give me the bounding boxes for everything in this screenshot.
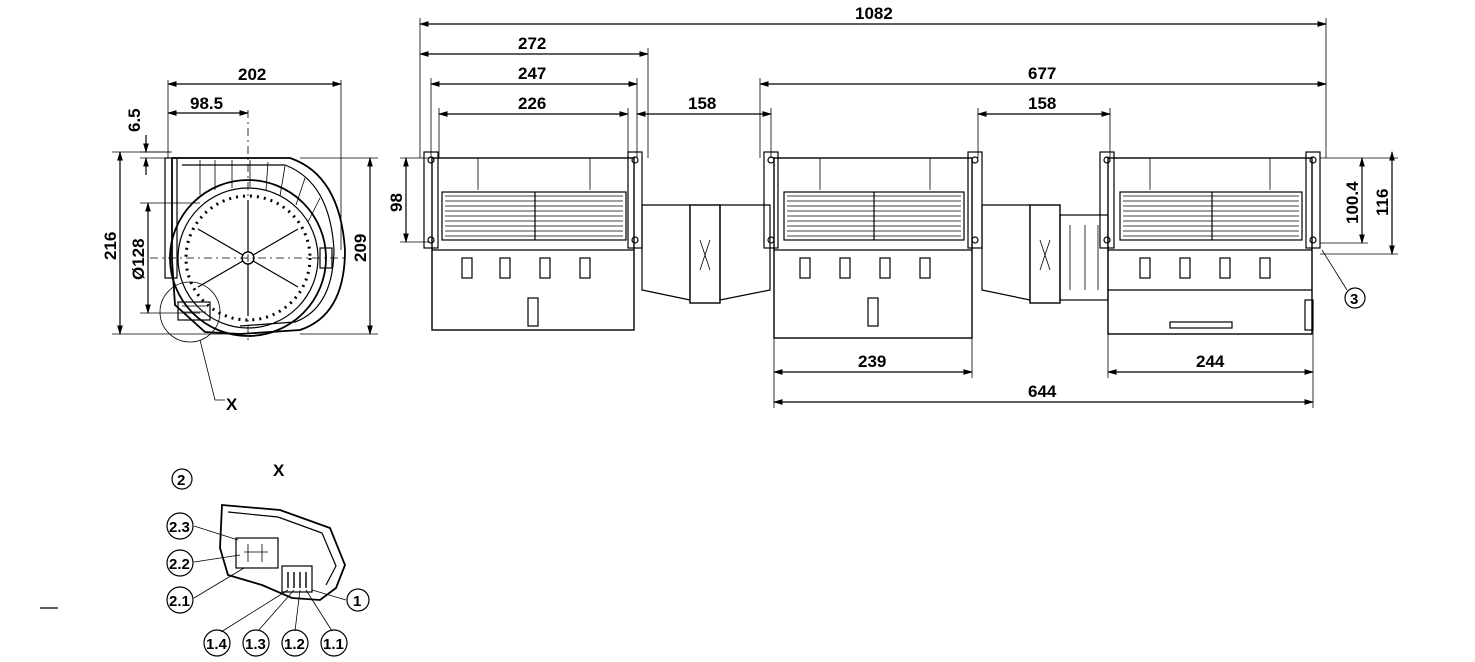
blower-housing-2 bbox=[773, 157, 973, 339]
motor-section bbox=[981, 204, 1109, 304]
dim-272: 272 bbox=[518, 34, 546, 53]
dim-6-5: 6.5 bbox=[125, 108, 144, 132]
detail-x-leader-label: X bbox=[226, 395, 238, 414]
dim-244: 244 bbox=[1196, 352, 1225, 371]
dim-644: 644 bbox=[1028, 382, 1057, 401]
dim-158-left: 158 bbox=[688, 94, 716, 113]
callout-1-2-circle bbox=[281, 629, 309, 657]
dim-116: 116 bbox=[1373, 189, 1392, 216]
callout-2-circle bbox=[171, 468, 193, 490]
callout-3: 3 bbox=[1350, 291, 1358, 308]
coupling-left bbox=[641, 204, 771, 304]
housing-ribs bbox=[199, 160, 321, 223]
dim-247: 247 bbox=[518, 64, 546, 83]
dim-216: 216 bbox=[101, 232, 120, 260]
dim-98: 98 bbox=[387, 193, 406, 212]
dim-98-5: 98.5 bbox=[190, 94, 223, 113]
callout-1-3-circle bbox=[242, 629, 270, 657]
callout-2-3: 2.3 bbox=[169, 519, 190, 536]
callout-1: 1 bbox=[353, 593, 361, 610]
callout-1-1-circle bbox=[320, 629, 348, 657]
callout-1-2: 1.2 bbox=[284, 636, 305, 653]
callout-1-4: 1.4 bbox=[206, 636, 228, 653]
dim-226: 226 bbox=[518, 94, 546, 113]
dim-209: 209 bbox=[351, 234, 370, 262]
callout-1-3: 1.3 bbox=[245, 636, 266, 653]
detail-x-view: X 2 2.3 2.2 2.1 1 1.4 bbox=[166, 461, 370, 657]
dim-239: 239 bbox=[858, 352, 886, 371]
dim-677: 677 bbox=[1028, 64, 1056, 83]
callout-1-circle bbox=[346, 588, 370, 612]
callout-2-1: 2.1 bbox=[169, 593, 190, 610]
dim-diameter-128: Ø128 bbox=[129, 238, 148, 280]
blower-housing-3 bbox=[1107, 157, 1314, 335]
detail-x-leader bbox=[199, 339, 225, 401]
callout-2-3-circle bbox=[166, 512, 194, 540]
dim-202: 202 bbox=[238, 65, 266, 84]
dim-158-right: 158 bbox=[1028, 94, 1056, 113]
detail-x-title: X bbox=[273, 461, 285, 480]
callout-1-4-circle bbox=[203, 629, 231, 657]
blower-housing-1 bbox=[431, 157, 635, 331]
callout-3-circle bbox=[1344, 287, 1366, 309]
dim-100-4: 100.4 bbox=[1343, 181, 1362, 224]
callout-2-2: 2.2 bbox=[169, 556, 190, 573]
side-view: X 202 98.5 6.5 216 Ø128 209 bbox=[101, 65, 378, 414]
front-view: 1082 272 247 226 158 677 158 98 bbox=[387, 4, 1398, 408]
dim-1082: 1082 bbox=[855, 4, 893, 23]
callout-2-2-circle bbox=[166, 549, 194, 577]
callout-2-1-circle bbox=[166, 586, 194, 614]
callout-1-1: 1.1 bbox=[323, 636, 344, 653]
detail-x-circle bbox=[159, 281, 221, 343]
callout-2: 2 bbox=[177, 472, 185, 489]
